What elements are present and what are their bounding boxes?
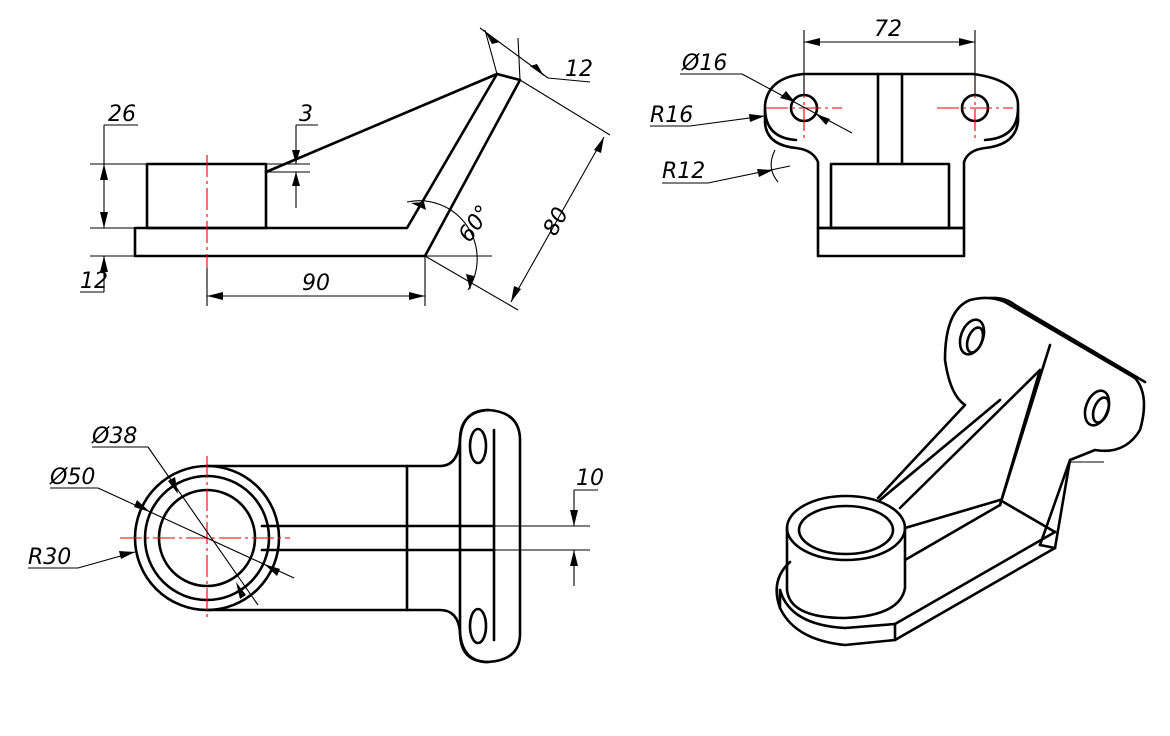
dim-flange-radius: R30 [28, 545, 136, 570]
side-view: 72 Ø16 R16 R12 [650, 17, 1020, 258]
dim-hole-spacing: 72 [803, 17, 976, 95]
dim-text-72: 72 [874, 17, 902, 42]
dim-text-10: 10 [576, 466, 604, 491]
dim-arm-length: 80 [424, 79, 611, 311]
dim-boss-height: 26 [90, 102, 147, 229]
top-view-outline [133, 408, 522, 664]
dim-text-dia38: Ø38 [91, 424, 137, 449]
isometric-view [775, 296, 1147, 647]
dim-text-26: 26 [108, 102, 136, 127]
dim-text-90: 90 [302, 271, 330, 296]
dim-horizontal: 90 [206, 256, 426, 306]
dim-text-3: 3 [299, 102, 313, 127]
dim-text-dia50: Ø50 [49, 465, 95, 490]
dim-inner-diameter: Ø38 [91, 424, 259, 606]
top-view: Ø38 Ø50 R30 10 [28, 408, 604, 664]
dim-ear-radius: R16 [650, 103, 765, 128]
top-view-center-lines [120, 456, 290, 618]
dim-text-r16: R16 [650, 103, 693, 128]
dim-text-12-arm: 12 [565, 57, 593, 82]
dim-text-80: 80 [539, 203, 574, 239]
dim-text-60deg: 60° [454, 201, 497, 247]
side-view-outline [763, 72, 1020, 258]
dim-text-12-base: 12 [80, 269, 108, 294]
dim-arm-thickness: 12 [479, 27, 593, 83]
dim-angle: 60° [406, 200, 497, 291]
front-view: 26 12 3 12 [80, 27, 611, 311]
dim-outer-diameter: Ø50 [49, 465, 295, 579]
dim-base-thickness: 12 [80, 255, 135, 294]
dim-fillet-radius: R12 [662, 149, 791, 184]
side-view-center-lines [766, 76, 1013, 142]
dim-text-dia16: Ø16 [681, 51, 727, 76]
dim-text-r12: R12 [662, 159, 705, 184]
dim-text-r30: R30 [28, 545, 71, 570]
dim-rib-gap: 3 [266, 102, 318, 208]
dim-rib-width: 10 [494, 466, 604, 586]
dim-hole-diameter: Ø16 [680, 51, 853, 134]
